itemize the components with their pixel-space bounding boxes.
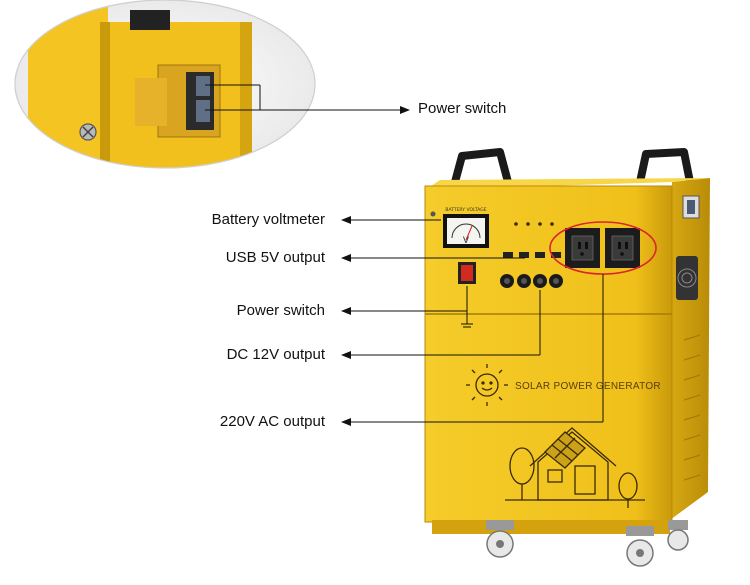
callout-battery-voltmeter: Battery voltmeter	[211, 211, 325, 228]
fan-grill	[676, 256, 698, 300]
front-lower-panel	[424, 313, 673, 523]
sun-drawing	[466, 364, 508, 406]
arrowheads	[341, 106, 410, 426]
wheels	[486, 520, 689, 567]
callout-dc-output: DC 12V output	[226, 346, 325, 363]
dc-output-jacks	[500, 274, 563, 288]
callout-power-switch-top: Power switch	[418, 100, 507, 117]
callout-power-switch: Power switch	[236, 302, 325, 319]
callout-ac-output: 220V AC output	[219, 413, 325, 430]
right-handle	[636, 148, 694, 183]
red-power-switch	[458, 262, 476, 284]
side-vents	[683, 334, 701, 481]
usb-ports	[503, 252, 561, 258]
battery-voltmeter: V BATTERY VOLTAGE	[443, 207, 489, 248]
ac-sockets	[565, 228, 640, 268]
brand-text: SOLAR POWER GENERATOR	[515, 381, 661, 392]
left-handle	[451, 148, 512, 184]
voltmeter-caption: BATTERY VOLTAGE	[445, 207, 486, 213]
voltmeter-unit: V	[463, 236, 470, 246]
leader-lines	[205, 84, 604, 423]
callout-usb-output: USB 5V output	[225, 249, 325, 266]
solar-generator-device: V BATTERY VOLTAGE	[424, 148, 710, 567]
device-side-panel	[670, 178, 710, 520]
indicator-leds	[514, 222, 554, 226]
house-drawing	[505, 427, 645, 508]
zoom-inset	[14, 0, 316, 169]
